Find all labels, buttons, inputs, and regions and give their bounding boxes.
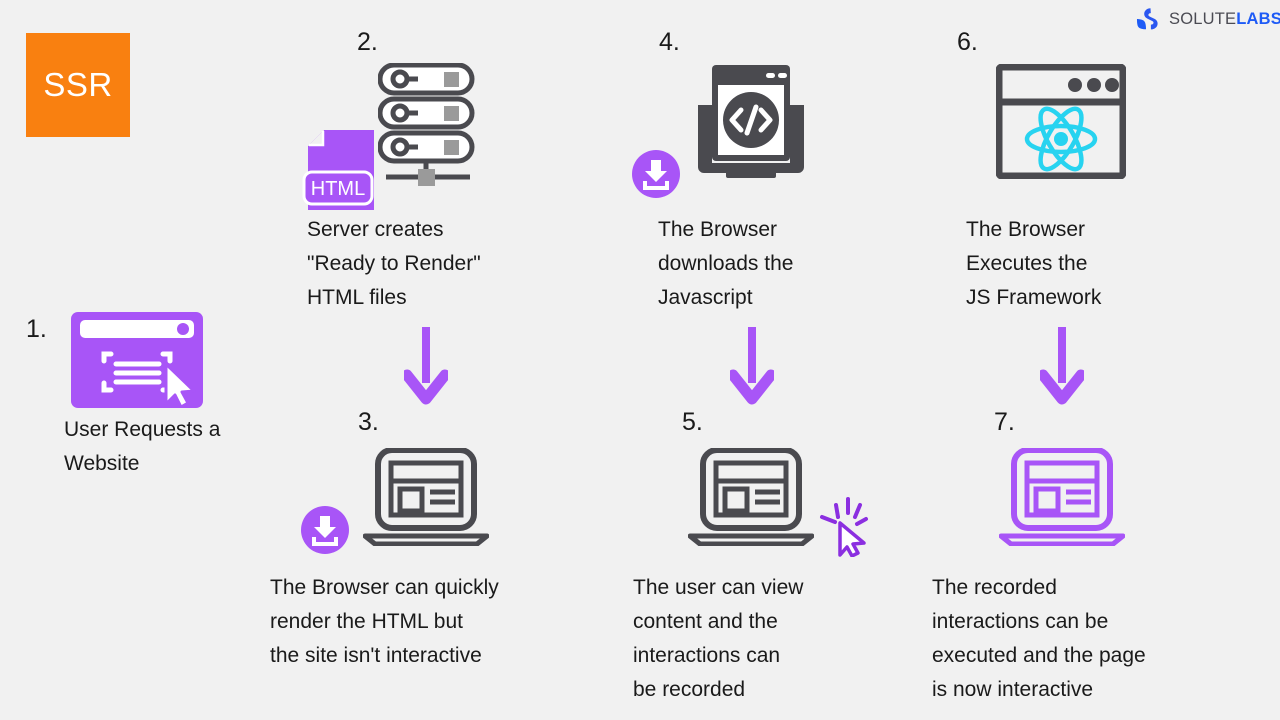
brand-logo: SOLUTELABS — [1134, 6, 1280, 32]
laptop-icon-step7 — [999, 448, 1125, 546]
step-5-caption: The user can view content and the intera… — [633, 576, 804, 701]
download-icon-step4 — [632, 150, 680, 198]
arrow-step2-to-step3 — [404, 327, 448, 405]
laptop-icon-step5 — [688, 448, 814, 546]
laptop-icon-step3 — [363, 448, 489, 546]
brand-name-part1: SOLUTE — [1169, 9, 1237, 28]
arrow-step4-to-step5 — [730, 327, 774, 405]
step-1-number: 1. — [26, 315, 47, 343]
step-4-caption: The Browser downloads the Javascript — [658, 218, 794, 309]
html-file-label: HTML — [311, 178, 365, 200]
step-5-number: 5. — [682, 408, 703, 436]
step-7-number: 7. — [994, 408, 1015, 436]
server-rack-icon — [378, 63, 478, 188]
ssr-badge-label: SSR — [43, 66, 113, 103]
step-1-caption: User Requests a Website — [64, 418, 221, 475]
browser-window-cursor-icon — [71, 312, 203, 408]
step-2-caption: Server creates "Ready to Render" HTML fi… — [307, 218, 481, 309]
step-2-number: 2. — [357, 28, 378, 56]
step-6-caption: The Browser Executes the JS Framework — [966, 218, 1102, 309]
download-icon-step3 — [301, 506, 349, 554]
step-3-caption: The Browser can quickly render the HTML … — [270, 576, 499, 667]
solutelabs-mark-icon — [1134, 6, 1160, 32]
step-7-caption: The recorded interactions can be execute… — [932, 576, 1146, 701]
step-6-number: 6. — [957, 28, 978, 56]
arrow-step6-to-step7 — [1040, 327, 1084, 405]
browser-react-icon — [996, 64, 1126, 179]
html-file-icon: HTML — [302, 130, 378, 210]
step-4-number: 4. — [659, 28, 680, 56]
brand-wordmark: SOLUTELABS — [1169, 10, 1280, 29]
monitor-code-icon — [690, 63, 812, 178]
click-cursor-icon — [818, 495, 874, 557]
step-3-number: 3. — [358, 408, 379, 436]
ssr-badge: SSR — [26, 33, 130, 137]
brand-name-part2: LABS — [1236, 9, 1280, 28]
